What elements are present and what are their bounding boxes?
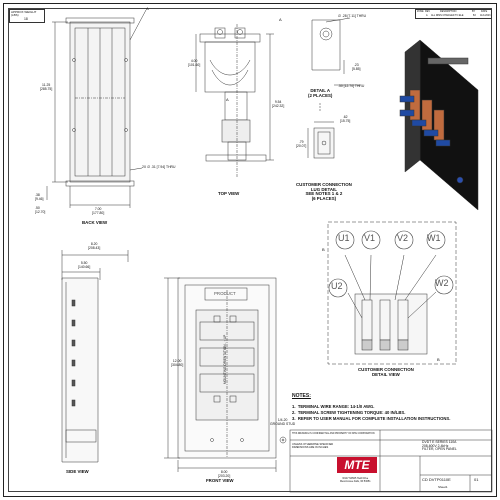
title-block-address: W147 N9525 Held Drive Menomonee Falls, W… bbox=[340, 477, 371, 483]
terminal-circle-v2 bbox=[394, 230, 414, 250]
terminal-label-v2: V2 bbox=[397, 233, 409, 243]
detail-a-dim-hole: ∅ .28 [7.11] THRU bbox=[338, 14, 367, 18]
back-view-label: BACK VIEW bbox=[82, 220, 108, 225]
terminal-circle-v1 bbox=[361, 230, 381, 250]
front-view-dim-height: 12.00 [304.80] bbox=[171, 359, 184, 367]
weight-value: 18 bbox=[24, 17, 28, 21]
title-block-unless: UNLESS OTHERWISE SPECIFIED DIMENSIONS AR… bbox=[292, 443, 334, 449]
top-view-label: TOP VIEW bbox=[218, 191, 240, 196]
front-view-drawing bbox=[164, 277, 287, 472]
back-view-dim-h1: .38 [9.46] bbox=[35, 193, 44, 201]
top-view-dim-height: 9.54 [242.32] bbox=[272, 100, 285, 108]
title-block-proprietary: THIS DRAWING IS CONFIDENTIAL AND PROPERT… bbox=[292, 433, 375, 435]
mte-logo: MTE bbox=[337, 457, 377, 473]
front-view-label: FRONT VIEW bbox=[206, 478, 234, 483]
lug-detail-dim-w: .62 [15.75] bbox=[340, 115, 351, 123]
title-block-sheet: Sheet1 bbox=[438, 485, 448, 489]
note-item-3: 3. REFER TO USER MANUAL FOR COMPLETE INS… bbox=[292, 416, 451, 421]
connection-detail-label: CUSTOMER CONNECTION DETAIL VIEW bbox=[358, 367, 414, 377]
revision-block: ZONE REV DESCRIPTION BY DATE A ALL DIMS … bbox=[415, 9, 492, 19]
zone-mark-left-a: A bbox=[226, 97, 229, 102]
rev-col-rev: REV bbox=[425, 9, 430, 13]
connection-detail-drawing bbox=[327, 221, 457, 365]
top-view-dim-depth: 4.00 [101.60] bbox=[188, 59, 201, 67]
side-view-dim-top2: 5.50 [140.66] bbox=[78, 261, 91, 269]
front-view-ground: 1/4-20 GROUND STUD bbox=[270, 418, 296, 426]
lug-detail-drawing bbox=[307, 103, 335, 159]
front-view-dim-width: 8.00 [203.20] bbox=[218, 470, 231, 478]
top-view-drawing bbox=[195, 24, 274, 178]
back-view-dim-height: 11.25 [285.75] bbox=[40, 83, 53, 91]
back-view-dim-width: 7.00 [177.80] bbox=[92, 207, 105, 215]
title-block-grid bbox=[289, 429, 493, 493]
rev-row-date: 11/1/2023 bbox=[480, 14, 491, 17]
terminal-label-u2: U2 bbox=[331, 281, 343, 291]
lug-detail-label: CUSTOMER CONNECTION LUG DETAIL SEE NOTES… bbox=[296, 182, 352, 201]
weight-box: APPROX WEIGHT (LBS) 18 bbox=[9, 9, 45, 23]
side-view-label: SIDE VIEW bbox=[66, 469, 89, 474]
terminal-label-w2: W2 bbox=[435, 278, 449, 288]
note-item-1: 1. TERMINAL WIRE RANGE: 14-1/0 AWG. bbox=[292, 404, 375, 409]
weight-header: APPROX WEIGHT (LBS) bbox=[11, 9, 37, 17]
detail-a-dim-small: .23 [5.85] bbox=[352, 63, 361, 71]
notes-title: NOTES: bbox=[292, 393, 311, 399]
rev-col-date: DATE bbox=[481, 9, 488, 13]
side-view-dim-top1: 8.20 [208.43] bbox=[88, 242, 101, 250]
isometric-view-drawing bbox=[399, 39, 479, 211]
terminal-label-u1: U1 bbox=[338, 233, 350, 243]
rev-row-desc: ALL DIMS CHANGED TO ELE bbox=[431, 14, 464, 17]
lug-detail-dim-h: .79 [20.07] bbox=[296, 140, 307, 148]
front-view-product: PRODUCT bbox=[214, 291, 236, 296]
rev-row-by: BJ bbox=[473, 14, 476, 17]
detail-a-drawing bbox=[311, 17, 360, 86]
side-view-drawing bbox=[61, 250, 129, 463]
title-block-dwg-no: CD DVTP0110E bbox=[422, 477, 451, 482]
front-view-mounting: MOUNTING ORIENTATION - ↑ UP bbox=[223, 334, 227, 384]
rev-row-rev: A bbox=[426, 14, 428, 17]
rev-col-desc: DESCRIPTION bbox=[440, 9, 457, 13]
note-item-2: 2. TERMINAL SCREW TIGHTENING TORQUE: 40 … bbox=[292, 410, 406, 415]
detail-a-label: DETAIL A (2 PLACES) bbox=[308, 88, 333, 98]
title-block-rev: 01 bbox=[474, 477, 479, 482]
drawing-border bbox=[3, 3, 497, 497]
mte-logo-text: MTE bbox=[344, 458, 370, 472]
terminal-circle-u1 bbox=[335, 230, 355, 250]
drawing-inner-border bbox=[8, 8, 492, 492]
detail-a-dim-w: .50 [12.70] THRU bbox=[338, 84, 365, 88]
rev-col-by: BY bbox=[472, 9, 476, 13]
terminal-circle-u2 bbox=[328, 278, 348, 298]
zone-mark-right-a: A bbox=[279, 17, 282, 22]
back-view-dim-h2: .50 [12.70] bbox=[35, 206, 46, 214]
title-block-title: DVDT E SERIES 110A 208-600V 2-4kHz FILTE… bbox=[422, 440, 457, 452]
back-view-dim-slot: 2X ∅ .31 [7.94] THRU bbox=[142, 165, 176, 169]
zone-mark-detail-b: B bbox=[322, 247, 325, 252]
terminal-circle-w1 bbox=[426, 230, 446, 250]
zone-mark-bottom-b: B bbox=[437, 357, 440, 362]
back-view-drawing bbox=[46, 9, 147, 208]
terminal-label-w1: W1 bbox=[427, 233, 441, 243]
terminal-circle-w2 bbox=[434, 275, 454, 295]
terminal-label-v1: V1 bbox=[364, 233, 376, 243]
zone-mark-top-a: A bbox=[146, 6, 149, 11]
rev-col-zone: ZONE bbox=[417, 9, 424, 13]
